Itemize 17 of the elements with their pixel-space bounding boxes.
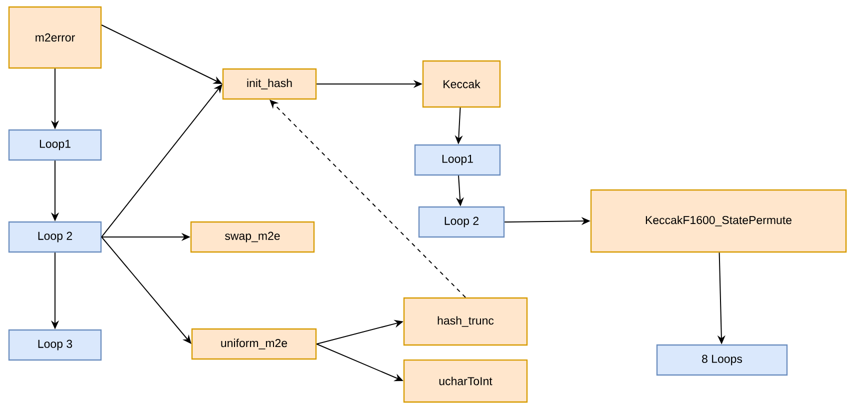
function-box: ucharToInt (403, 359, 528, 403)
function-box: Keccak (422, 60, 501, 108)
function-box: hash_trunc (403, 297, 528, 346)
loop-box: Loop 2 (418, 206, 505, 238)
loop-box: 8 Loops (656, 344, 788, 376)
loop-box: Loop1 (8, 129, 102, 161)
function-box: m2error (8, 6, 102, 69)
arrow (270, 100, 466, 298)
function-box: swap_m2e (190, 221, 315, 253)
arrow (101, 84, 222, 238)
arrow (101, 236, 192, 344)
loop-box: Loop 2 (8, 221, 102, 253)
function-box: init_hash (222, 68, 317, 100)
loop-box: Loop1 (414, 144, 501, 176)
loop-box: Loop 3 (8, 329, 102, 361)
function-box: uniform_m2e (191, 328, 317, 360)
function-box: KeccakF1600_StatePermute (590, 189, 847, 253)
